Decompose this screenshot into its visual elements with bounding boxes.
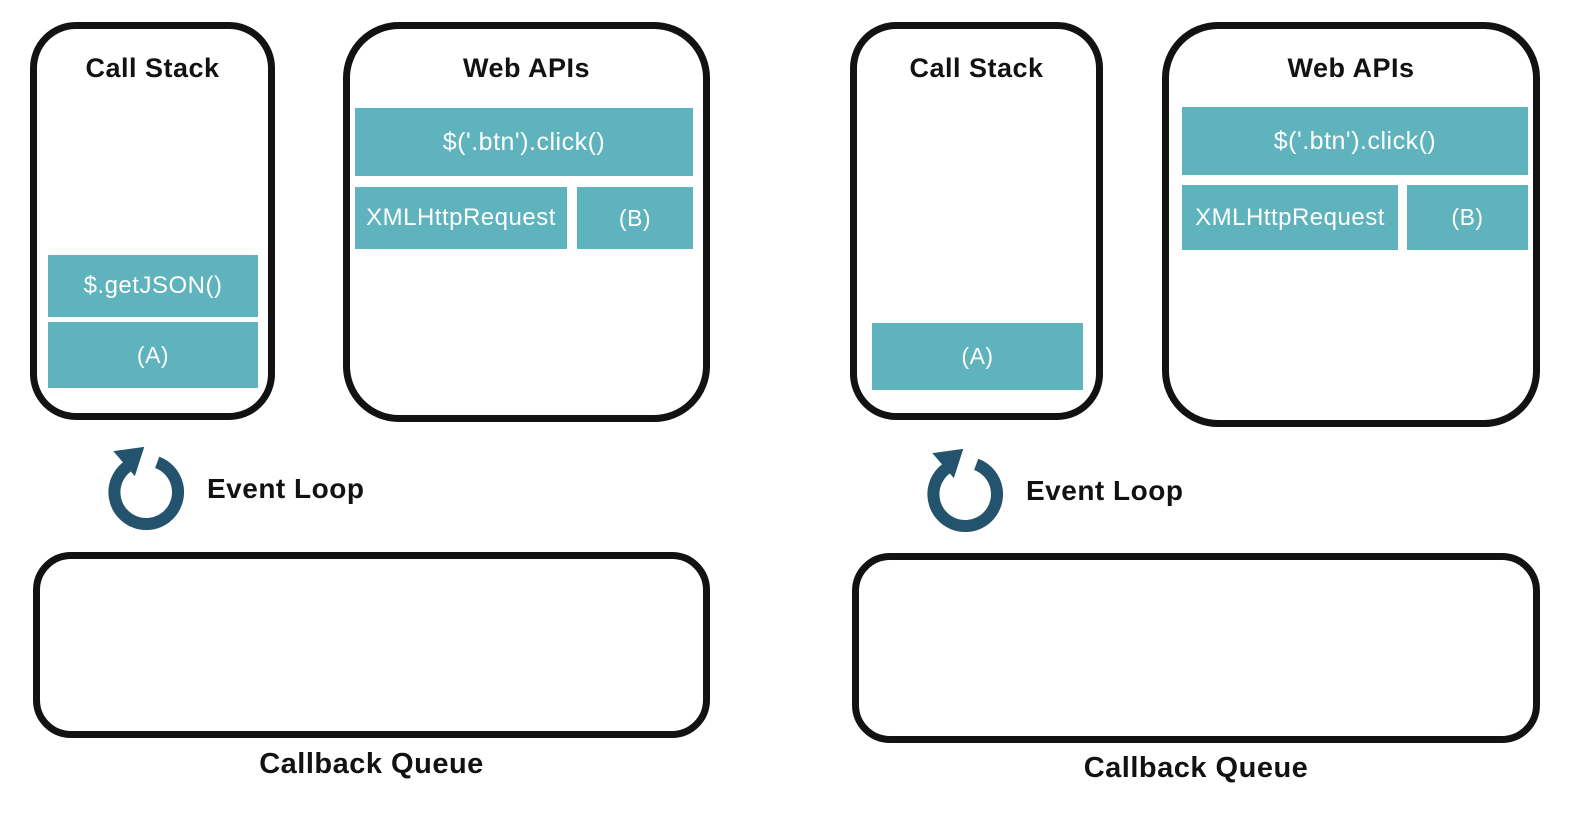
call-stack-title: Call Stack [909, 53, 1044, 83]
callback-queue-label: Callback Queue [1083, 752, 1309, 784]
web-api-task-xhr: XMLHttpRequest [1182, 185, 1398, 250]
callback-queue-label: Callback Queue [259, 748, 484, 780]
web-api-task-click: $('.btn').click() [355, 108, 693, 176]
call-stack-box: Call Stack (A) [850, 22, 1103, 420]
event-loop-label: Event Loop [1026, 475, 1184, 506]
event-loop: Event Loop [922, 448, 1183, 534]
circular-arrow-icon [108, 446, 185, 531]
web-apis-title: Web APIs [462, 53, 591, 83]
circular-arrow-icon [927, 448, 1004, 533]
call-stack-box: Call Stack $.getJSON() (A) [30, 22, 275, 420]
web-api-task-click: $('.btn').click() [1182, 107, 1528, 175]
callback-queue-box [852, 553, 1540, 743]
web-api-task-b: (B) [577, 187, 693, 249]
callback-queue-box [33, 552, 710, 738]
stack-frame-a: (A) [872, 323, 1083, 390]
event-loop: Event Loop [103, 446, 364, 532]
event-loop-label: Event Loop [207, 473, 365, 504]
web-apis-box: Web APIs $('.btn').click() XMLHttpReques… [343, 22, 710, 422]
call-stack-title: Call Stack [85, 53, 220, 83]
web-api-task-b: (B) [1407, 185, 1528, 250]
web-apis-title: Web APIs [1287, 53, 1415, 83]
stack-frame-getjson: $.getJSON() [48, 255, 258, 317]
web-api-task-xhr: XMLHttpRequest [355, 187, 567, 249]
stack-frame-a: (A) [48, 322, 258, 388]
web-apis-box: Web APIs $('.btn').click() XMLHttpReques… [1162, 22, 1540, 427]
